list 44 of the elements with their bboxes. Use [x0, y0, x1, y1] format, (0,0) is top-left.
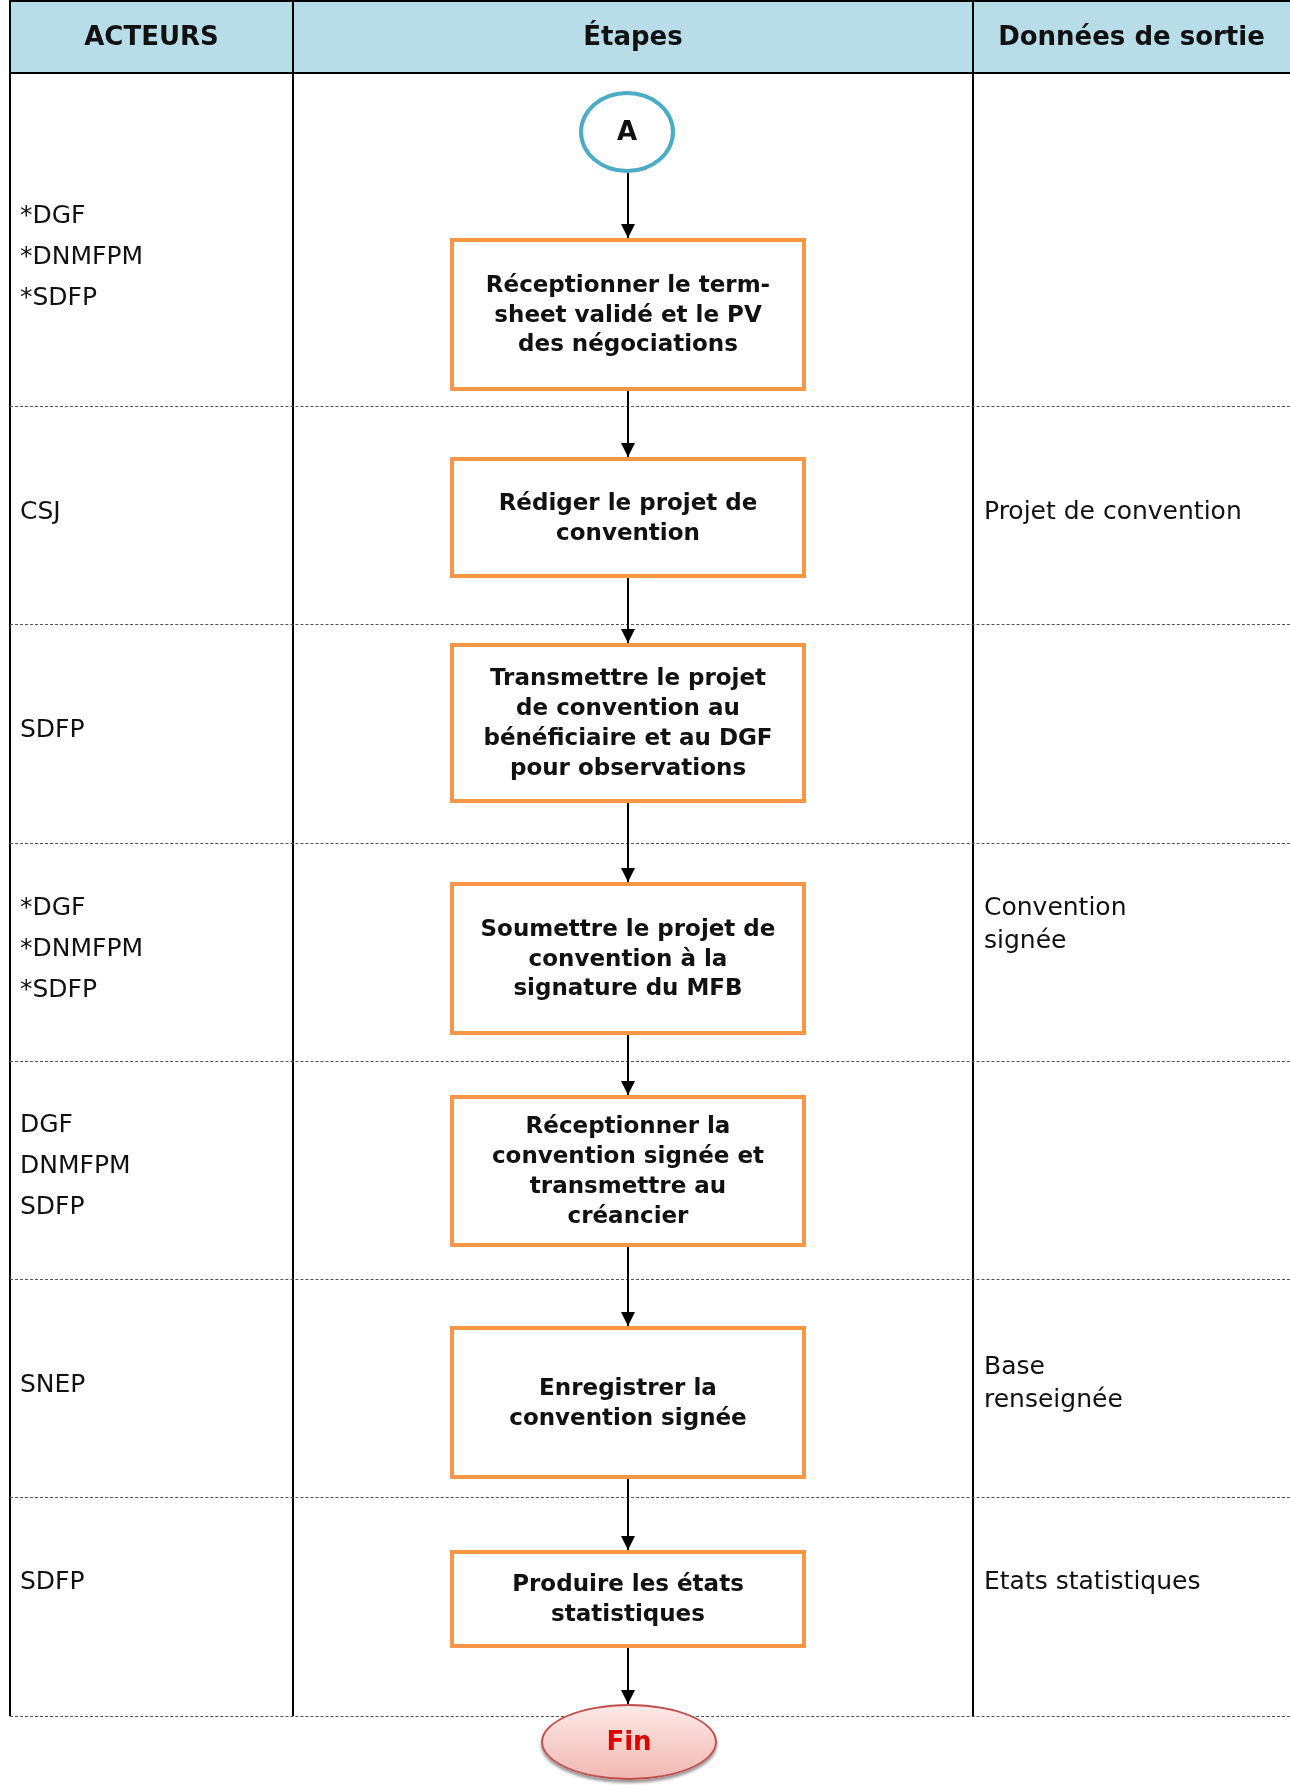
- column-header: ACTEURS: [84, 22, 219, 52]
- actor-label: *DGF: [20, 891, 87, 923]
- arrow: [621, 172, 635, 239]
- column-header: Étapes: [583, 22, 683, 52]
- output-label: Base renseignée: [984, 1350, 1124, 1415]
- step-text: Réceptionner le term-sheet validé et le PV des négociations: [484, 269, 772, 359]
- actor-label: SDFP: [20, 1190, 86, 1222]
- arrow: [621, 802, 635, 883]
- process-box: [450, 643, 806, 803]
- arrow: [621, 390, 635, 458]
- step-text: Réceptionner la convention signée et transmettre au créancier: [490, 1111, 765, 1230]
- step-text: A: [616, 115, 638, 149]
- process-box: [450, 457, 806, 578]
- output-label: Etats statistiques: [984, 1565, 1202, 1597]
- process-box: [450, 1095, 806, 1247]
- arrow: [621, 1478, 635, 1551]
- actor-label: *DGF: [20, 199, 87, 231]
- step-text: Enregistrer la convention signée: [508, 1372, 748, 1432]
- process-box: [450, 882, 806, 1035]
- step-text: Rédiger le projet de convention: [497, 487, 759, 547]
- output-label: Convention signée: [984, 891, 1128, 956]
- step-text: Soumettre le projet de convention à la signature du MFB: [479, 913, 777, 1003]
- process-box: [450, 238, 806, 391]
- arrow: [621, 577, 635, 644]
- output-label: Projet de convention: [984, 495, 1243, 527]
- actor-label: SNEP: [20, 1368, 87, 1400]
- process-box: [450, 1550, 806, 1648]
- actor-label: *SDFP: [20, 973, 99, 1005]
- step-text: Fin: [606, 1725, 652, 1759]
- actor-label: SDFP: [20, 1565, 86, 1597]
- arrow: [621, 1647, 635, 1705]
- step-text: Produire les états statistiques: [511, 1569, 745, 1628]
- arrow: [621, 1034, 635, 1096]
- actor-label: SDFP: [20, 713, 86, 745]
- actor-label: CSJ: [20, 495, 62, 527]
- arrow: [621, 1246, 635, 1327]
- actor-label: DGF: [20, 1108, 74, 1140]
- step-text: Transmettre le projet de convention au bénéficiaire et au DGF pour observations: [482, 663, 774, 782]
- actor-label: *DNMFPM: [20, 932, 145, 964]
- actor-label: *SDFP: [20, 281, 99, 313]
- actor-label: *DNMFPM: [20, 240, 145, 272]
- process-box: [450, 1326, 806, 1479]
- column-header: Données de sortie: [998, 22, 1265, 52]
- actor-label: DNMFPM: [20, 1149, 132, 1181]
